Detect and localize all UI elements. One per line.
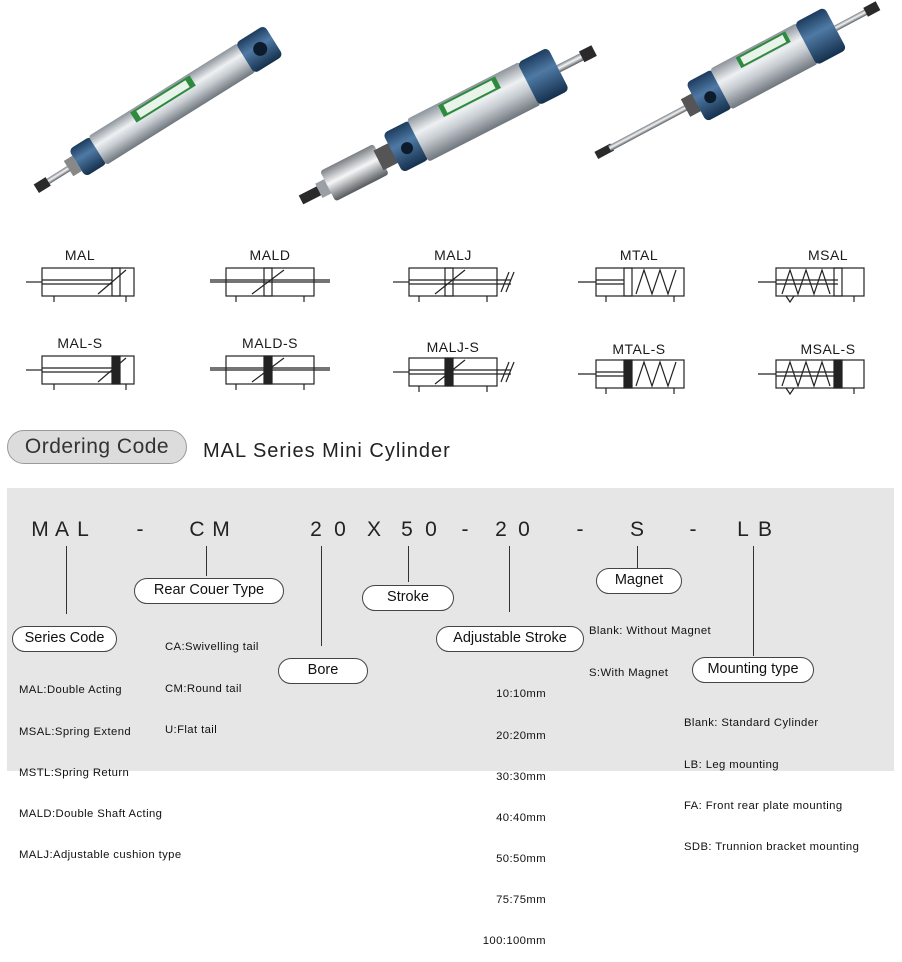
code-char: 5 xyxy=(401,518,413,541)
series-code-list: MAL:Double Acting MSAL:Spring Extend MST… xyxy=(19,657,182,876)
cylinder-photo-mal xyxy=(33,27,282,194)
stroke-item: 20:20mm xyxy=(496,729,546,742)
rear-item: CA:Swivelling tail xyxy=(165,641,259,654)
symbol-label-malj: MALJ xyxy=(434,247,472,263)
rear-item: CM:Round tail xyxy=(165,682,242,695)
symbol-label-msal-s: MSAL-S xyxy=(800,341,856,357)
rear-item: U:Flat tail xyxy=(165,723,218,736)
code-char: X xyxy=(366,518,381,541)
series-item: MSAL:Spring Extend xyxy=(19,725,132,738)
connector-line xyxy=(206,546,208,576)
stroke-item: 30:30mm xyxy=(496,770,546,783)
symbol-mal-s xyxy=(26,355,135,390)
ordering-code-pill: Ordering Code xyxy=(7,430,187,464)
cylinder-photo-malj xyxy=(298,45,597,205)
bore-pill: Bore xyxy=(278,658,368,684)
symbol-label-mald: MALD xyxy=(249,247,291,263)
code-char: C xyxy=(189,518,205,541)
stroke-item: 100:100mm xyxy=(482,935,546,948)
adjustable-stroke-pill: Adjustable Stroke xyxy=(436,626,584,652)
magnet-pill: Magnet xyxy=(596,568,682,594)
code-char: - xyxy=(689,518,697,541)
series-item: MAL:Double Acting xyxy=(19,684,122,697)
symbol-mtal xyxy=(578,267,685,302)
code-char: S xyxy=(629,518,644,541)
code-char: - xyxy=(576,518,584,541)
mounting-item: SDB: Trunnion bracket mounting xyxy=(684,840,860,853)
ordering-title: MAL Series Mini Cylinder xyxy=(203,440,451,462)
symbol-mald-s xyxy=(210,355,330,390)
code-char: 0 xyxy=(334,518,346,541)
rear-cover-list: CA:Swivelling tail CM:Round tail U:Flat … xyxy=(165,614,259,751)
mounting-type-list: Blank: Standard Cylinder LB: Leg mountin… xyxy=(684,690,859,868)
series-item: MALD:Double Shaft Acting xyxy=(19,807,163,820)
symbol-label-mtal: MTAL xyxy=(619,247,659,263)
symbol-label-mtal-s: MTAL-S xyxy=(612,341,666,357)
code-char: B xyxy=(757,518,772,541)
code-char: - xyxy=(461,518,469,541)
stroke-item: 75:75mm xyxy=(496,893,546,906)
connector-line xyxy=(321,546,323,646)
connector-line xyxy=(637,546,639,568)
code-char: 2 xyxy=(310,518,322,541)
mounting-type-pill: Mounting type xyxy=(692,657,814,683)
code-char: M xyxy=(31,518,49,541)
stroke-item: 50:50mm xyxy=(496,852,546,865)
magnet-item: Blank: Without Magnet xyxy=(589,625,712,638)
code-char: 0 xyxy=(518,518,530,541)
symbol-label-mald-s: MALD-S xyxy=(242,335,298,351)
symbol-mal xyxy=(26,267,135,302)
adjustable-stroke-list: 10:10mm 20:20mm 30:30mm 40:40mm 50:50mm … xyxy=(466,661,546,962)
series-item: MSTL:Spring Return xyxy=(19,766,130,779)
code-char: M xyxy=(212,518,230,541)
cylinder-photo-mtal xyxy=(594,1,881,159)
mounting-item: FA: Front rear plate mounting xyxy=(684,799,843,812)
magnet-item: S:With Magnet xyxy=(589,666,669,679)
symbol-label-msal: MSAL xyxy=(807,247,849,263)
symbol-label-malj-s: MALJ-S xyxy=(426,339,480,355)
symbol-label-mal-s: MAL-S xyxy=(57,335,103,351)
series-code-pill: Series Code xyxy=(12,626,117,652)
code-char: L xyxy=(737,518,749,541)
magnet-list: Blank: Without Magnet S:With Magnet xyxy=(589,598,711,694)
symbol-label-mal: MAL xyxy=(64,247,96,263)
mounting-item: LB: Leg mounting xyxy=(684,758,779,771)
code-char: 2 xyxy=(495,518,507,541)
mounting-item: Blank: Standard Cylinder xyxy=(684,717,819,730)
symbol-mtal-s xyxy=(578,359,685,394)
code-char: 0 xyxy=(425,518,437,541)
stroke-pill: Stroke xyxy=(362,585,454,611)
series-item: MALJ:Adjustable cushion type xyxy=(19,848,182,861)
stroke-item: 40:40mm xyxy=(496,811,546,824)
code-char: - xyxy=(136,518,144,541)
connector-line xyxy=(408,546,410,582)
rear-cover-type-pill: Rear Couer Type xyxy=(134,578,284,604)
code-char: L xyxy=(77,518,89,541)
connector-line xyxy=(753,546,755,656)
connector-line xyxy=(66,546,68,614)
symbol-malj-s xyxy=(393,357,515,392)
connector-line xyxy=(509,546,511,612)
stroke-item: 10:10mm xyxy=(496,688,546,701)
symbol-msal xyxy=(758,267,865,304)
product-photos xyxy=(33,1,881,205)
symbol-mald xyxy=(210,267,330,302)
symbol-malj xyxy=(393,267,515,302)
symbol-msal-s xyxy=(758,359,865,396)
code-char: A xyxy=(54,518,69,541)
